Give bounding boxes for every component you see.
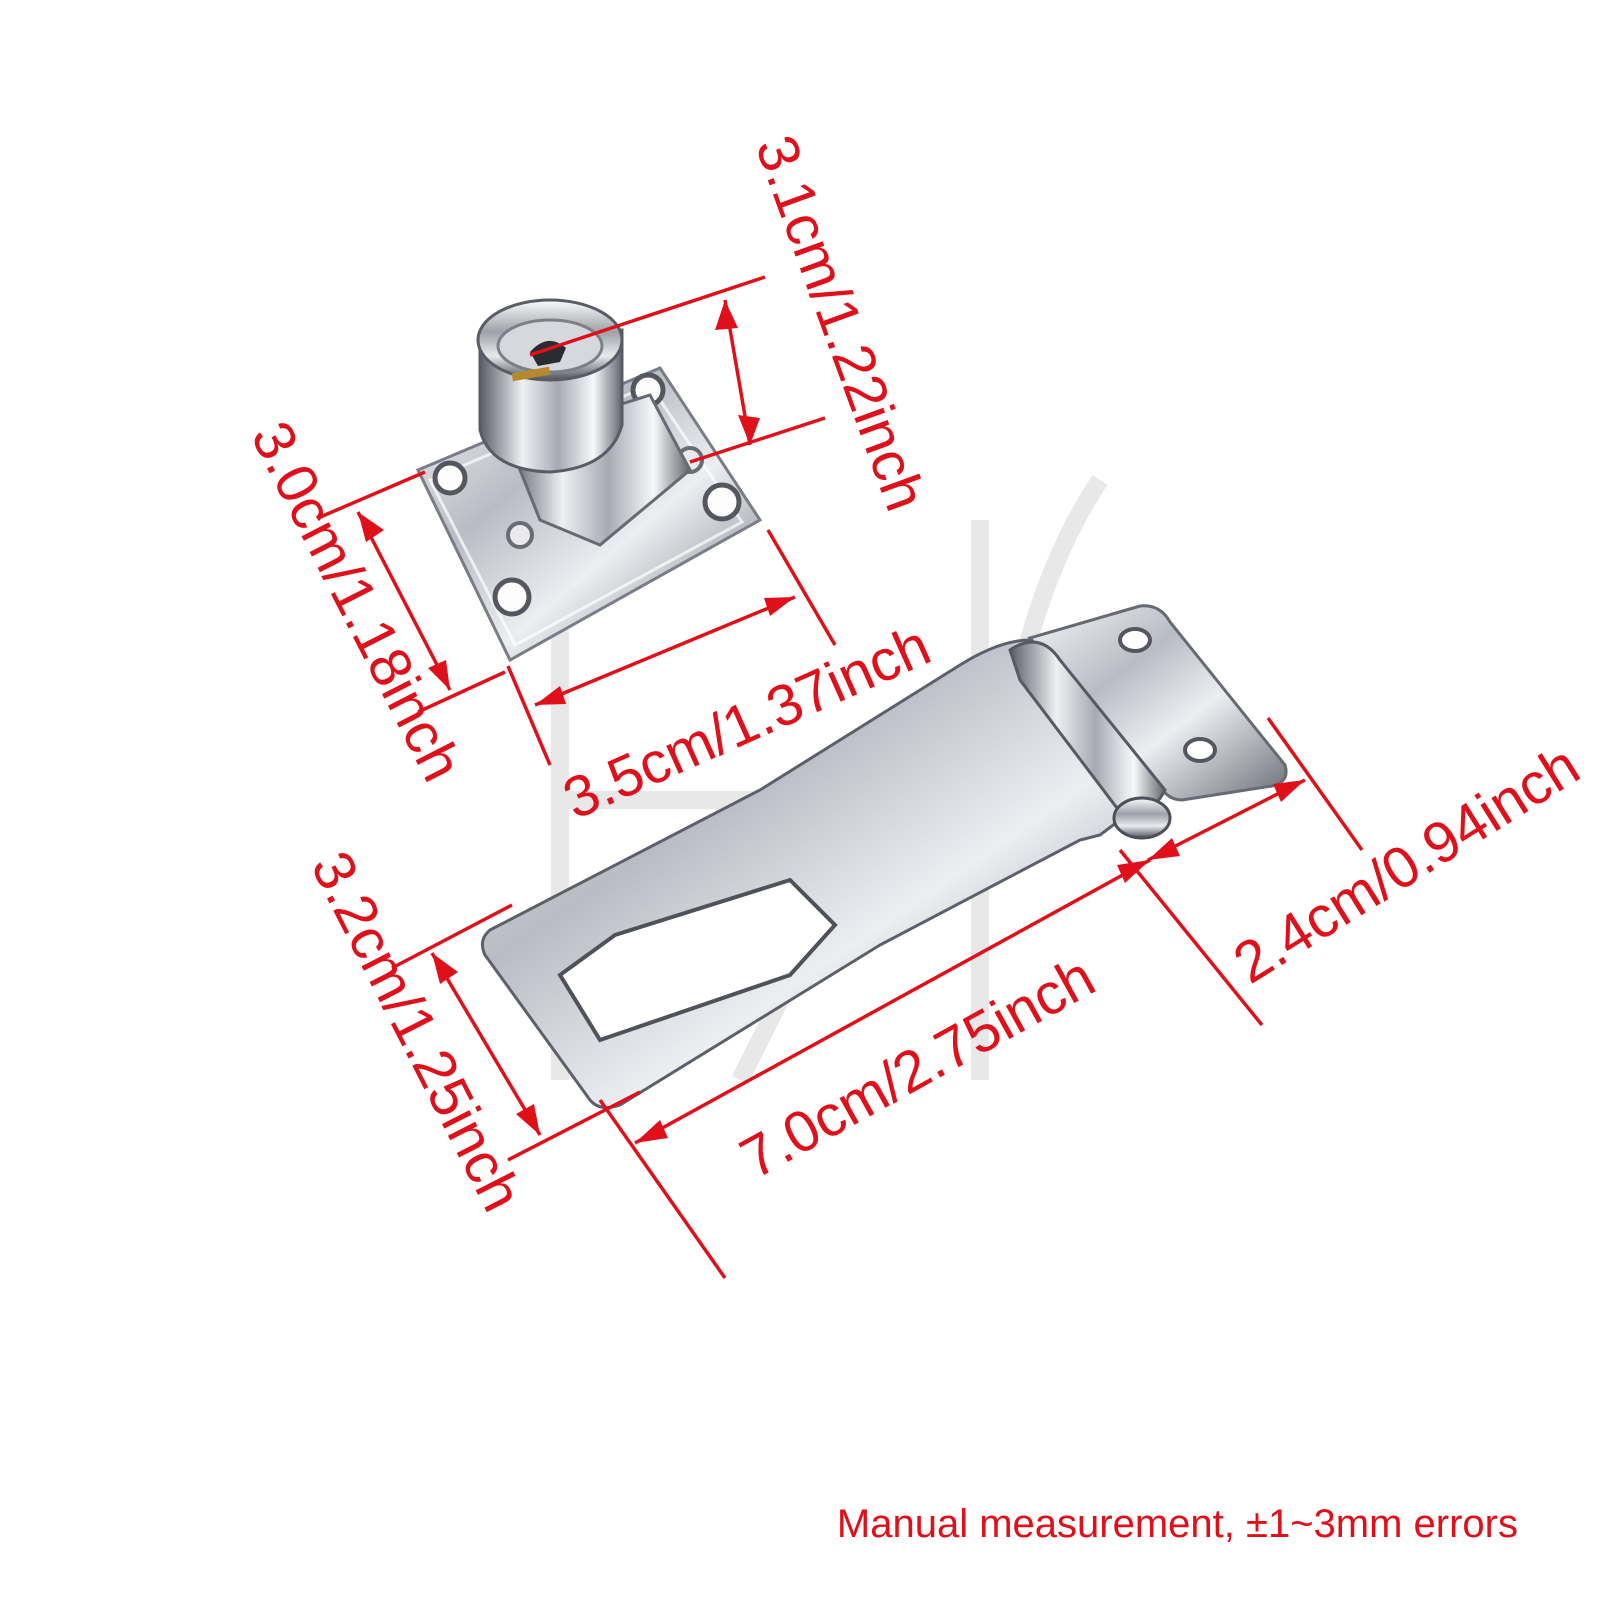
mounting-holes (432, 372, 742, 617)
dimension-lines (317, 275, 1364, 1280)
hasp-plate-icon (480, 604, 1288, 1110)
measurement-note: Manual measurement, ±1~3mm errors (837, 1502, 1518, 1546)
cam-lock-icon (415, 298, 763, 663)
dimension-label-lock-height: 3.1cm/1.22inch (743, 127, 939, 519)
dimension-label-hasp-width: 3.2cm/1.25inch (298, 841, 534, 1221)
